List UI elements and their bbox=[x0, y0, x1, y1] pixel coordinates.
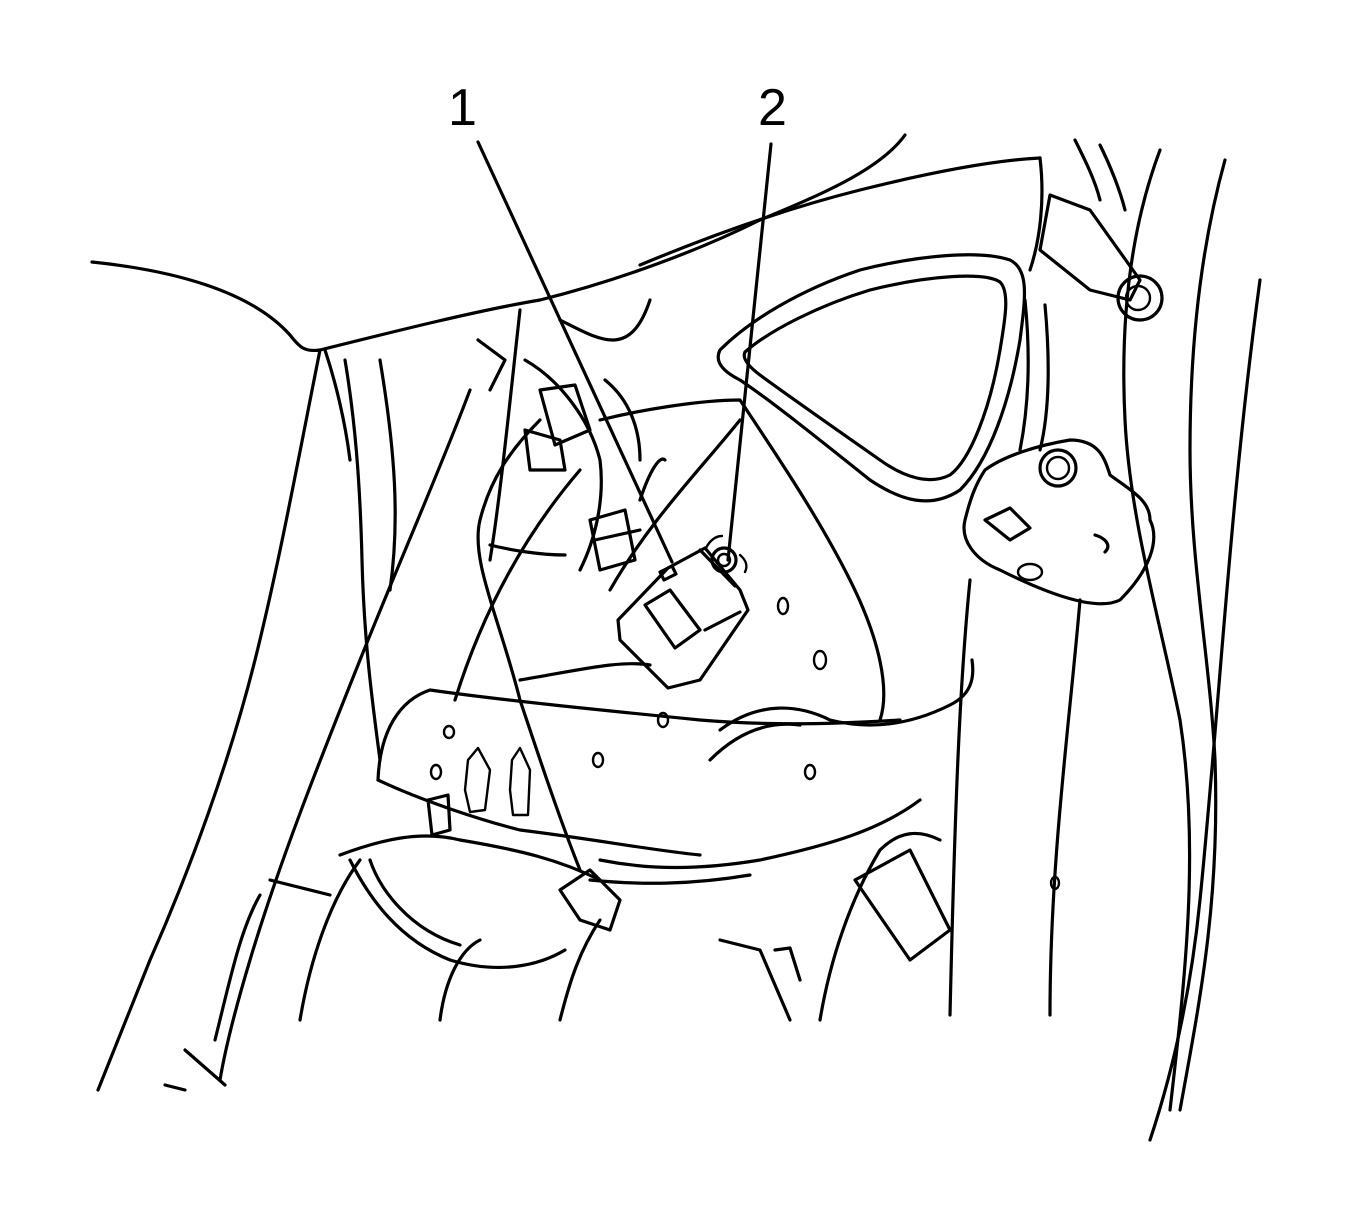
pillar-trim-right bbox=[1073, 138, 1262, 1142]
wiring-harness bbox=[338, 298, 975, 970]
leader-line-2 bbox=[726, 142, 773, 562]
upper-belt-guide bbox=[1038, 193, 1164, 322]
seat-belt-webbing bbox=[948, 298, 1082, 1017]
callout-leaders bbox=[476, 140, 773, 564]
quarter-window bbox=[716, 253, 1026, 503]
module-component bbox=[616, 546, 750, 690]
roof-panel bbox=[90, 133, 1044, 462]
connectors bbox=[426, 383, 667, 932]
callout-label-2: 2 bbox=[758, 79, 787, 137]
callout-label-1: 1 bbox=[448, 79, 477, 137]
clips bbox=[463, 746, 532, 817]
lower-details bbox=[163, 831, 952, 1092]
leader-line-1 bbox=[476, 140, 674, 564]
seat-belt-anchor bbox=[962, 438, 1156, 606]
pillar-trim-left bbox=[96, 308, 522, 1092]
fastener-nut bbox=[704, 534, 748, 574]
